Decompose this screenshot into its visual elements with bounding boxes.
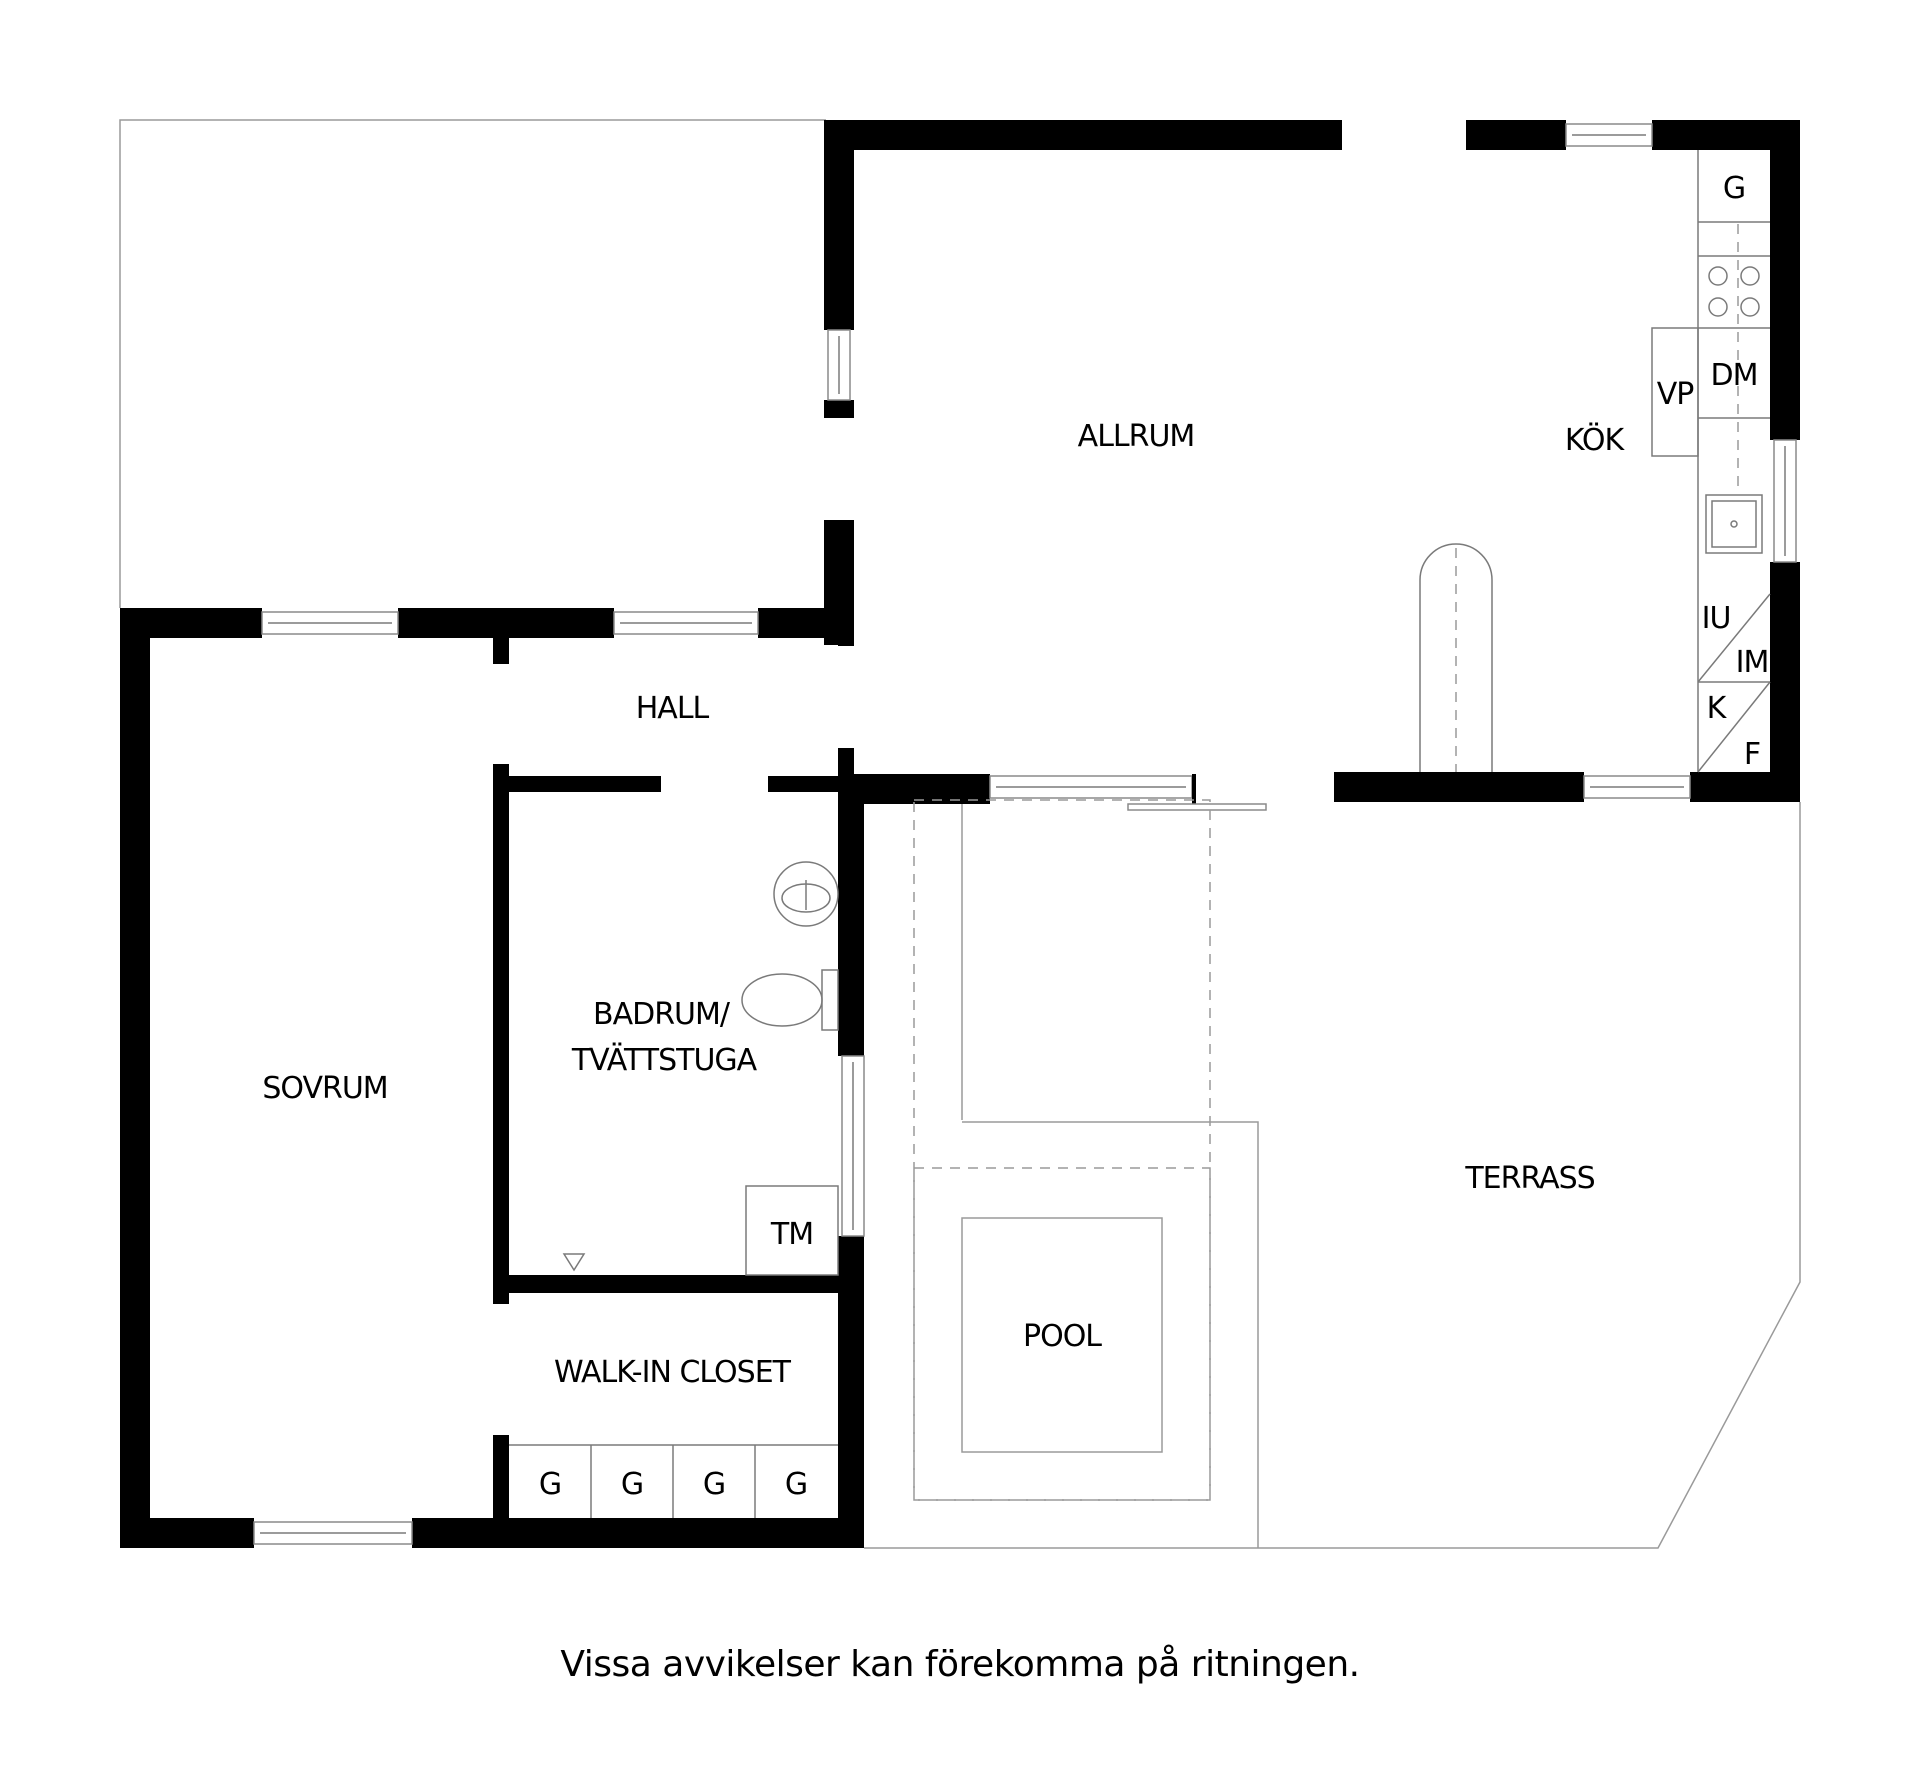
room-label-allrum: ALLRUM (1078, 419, 1195, 454)
room-label-tvattstuga: TVÄTTSTUGA (571, 1042, 758, 1078)
room-label-walk-in-closet: WALK-IN CLOSET (554, 1355, 792, 1390)
fixture-label-g: G (1723, 171, 1745, 206)
room-label-terrass: TERRASS (1464, 1161, 1594, 1196)
room-label-sovrum: SOVRUM (262, 1071, 387, 1106)
pool-area (913, 799, 1259, 1548)
disclaimer-caption: Vissa avvikelser kan förekomma på ritnin… (560, 1644, 1359, 1685)
closet-label-g: G (621, 1467, 643, 1502)
room-labels: ALLRUM KÖK HALL SOVRUM BADRUM/ TVÄTTSTUG… (262, 419, 1626, 1390)
room-label-pool: POOL (1023, 1319, 1102, 1354)
room-label-kok: KÖK (1565, 422, 1626, 458)
fixture-label-iu: IU (1702, 601, 1731, 636)
closet-label-g: G (539, 1467, 561, 1502)
fixture-label-im: IM (1736, 645, 1769, 680)
fixture-labels: G VP DM IU IM K F TM G G G G (539, 171, 1769, 1502)
fixture-label-vp: VP (1657, 377, 1695, 412)
closet-storage (509, 1444, 838, 1518)
walls (120, 120, 1800, 1548)
room-label-badrum: BADRUM/ (593, 997, 731, 1032)
bathroom-fixtures (562, 861, 839, 1276)
kitchen-fixtures (1419, 150, 1771, 773)
fixture-label-dm: DM (1711, 358, 1758, 393)
windows (253, 123, 1797, 1545)
closet-label-g: G (703, 1467, 725, 1502)
room-label-hall: HALL (636, 691, 710, 726)
closet-label-g: G (785, 1467, 807, 1502)
fixture-label-k: K (1707, 691, 1728, 726)
outline-lines (119, 119, 1801, 1549)
fixture-label-f: F (1744, 737, 1760, 772)
fixture-label-tm: TM (770, 1217, 813, 1252)
